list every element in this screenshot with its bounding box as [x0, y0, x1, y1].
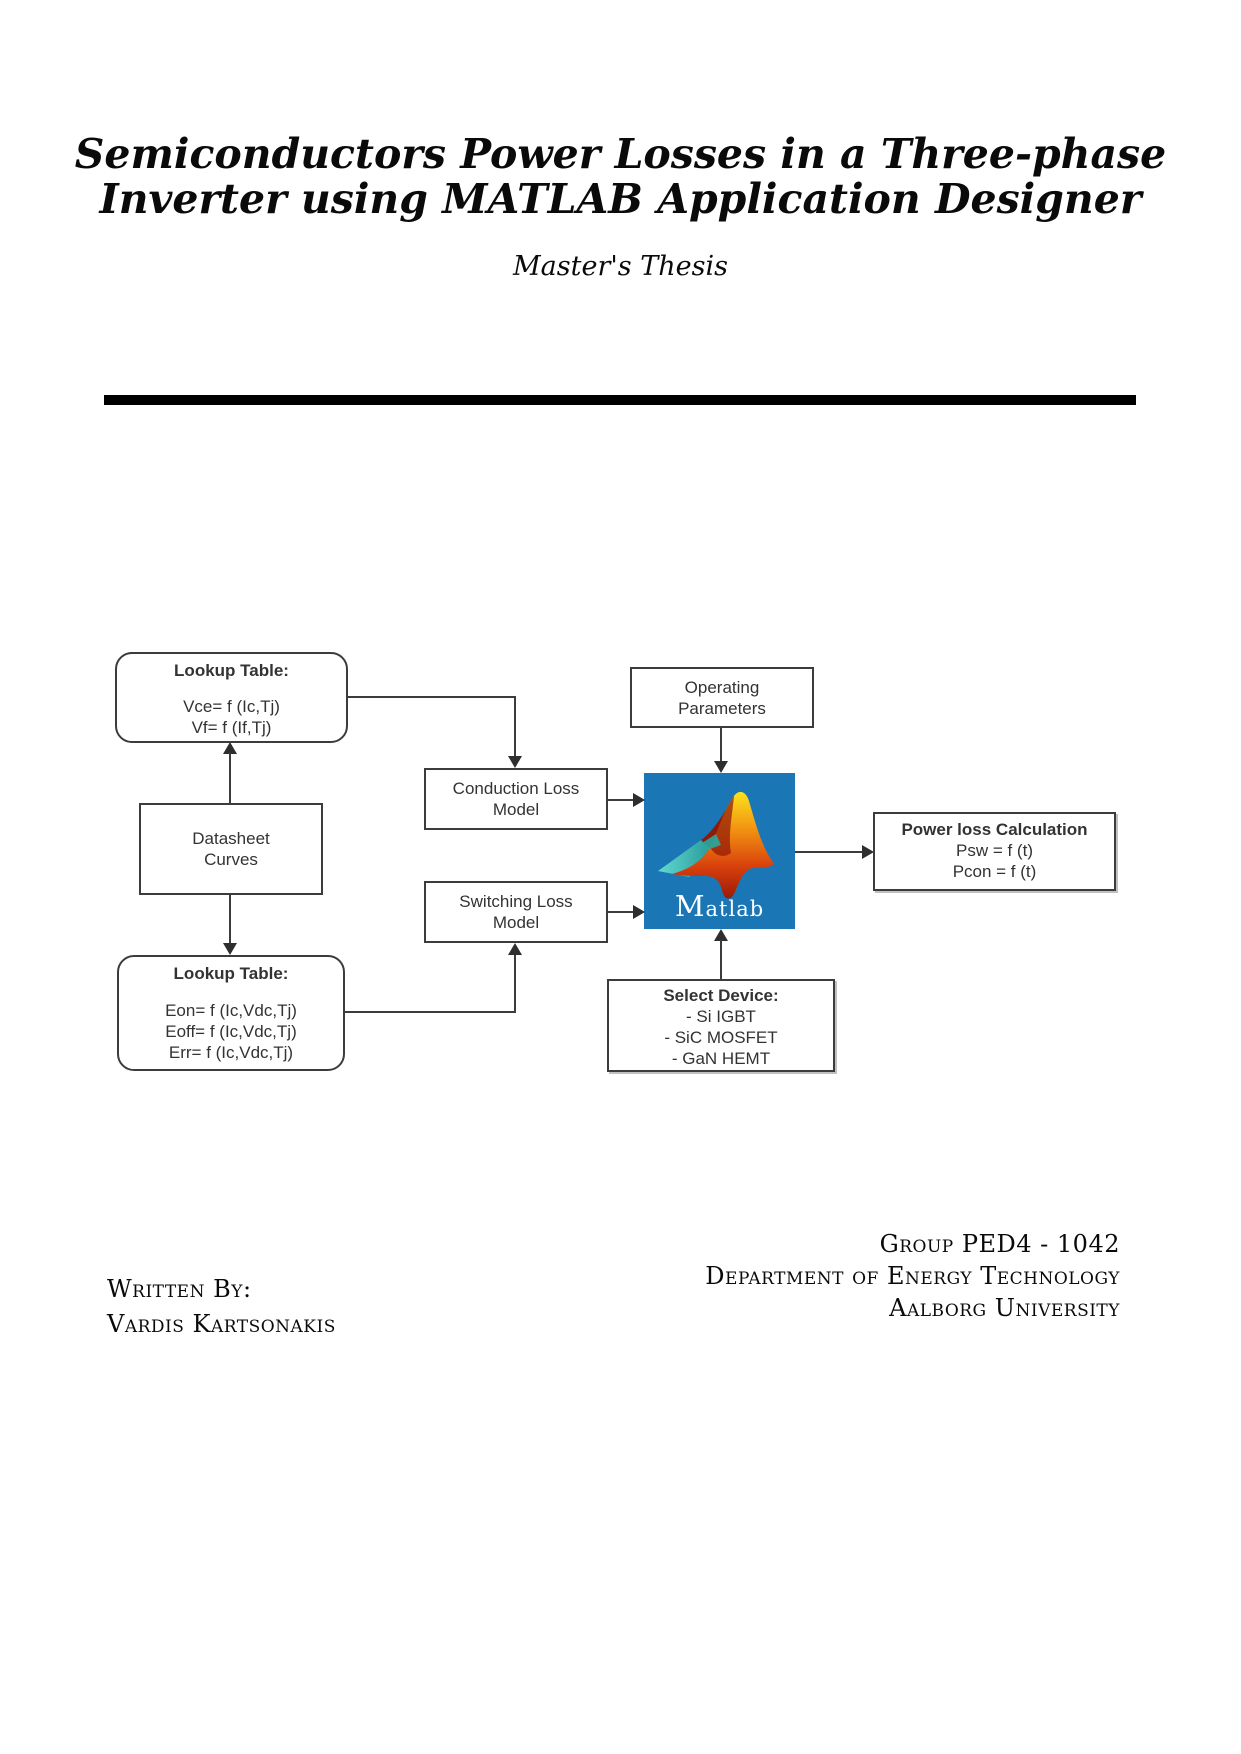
- arrowhead-into-lookup-top: [223, 742, 237, 754]
- arrowhead-into-lookup-bottom: [223, 943, 237, 955]
- connector-lt-top-v: [514, 696, 516, 757]
- lookup-table-top-title: Lookup Table:: [174, 661, 289, 680]
- datasheet-curves-line2: Curves: [204, 850, 258, 869]
- page-title: Semiconductors Power Losses in a Three-p…: [0, 132, 1241, 222]
- switching-loss-line1: Switching Loss: [459, 892, 573, 911]
- power-loss-line2: Pcon = f (t): [952, 862, 1037, 881]
- connector-lt-bottom-h: [345, 1011, 516, 1013]
- lookup-table-bottom-title: Lookup Table:: [173, 964, 289, 983]
- power-loss-calculation-box: Power loss Calculation Psw = f (t) Pcon …: [873, 812, 1116, 891]
- footer-written-by: Written By:: [107, 1275, 252, 1303]
- power-loss-line1: Psw = f (t): [956, 841, 1033, 860]
- connector-matlab-powerloss: [795, 851, 863, 853]
- page-subtitle: Master's Thesis: [513, 251, 728, 282]
- select-device-option2: - SiC MOSFET: [664, 1028, 778, 1047]
- lookup-table-bottom-line1: Eon= f (Ic,Vdc,Tj): [165, 1001, 297, 1020]
- power-loss-title: Power loss Calculation: [901, 820, 1088, 839]
- select-device-title: Select Device:: [663, 986, 779, 1005]
- select-device-option3: - GaN HEMT: [671, 1049, 771, 1068]
- arrowhead-select-matlab: [714, 929, 728, 941]
- connector-switching-matlab: [608, 911, 634, 913]
- conduction-loss-line1: Conduction Loss: [452, 779, 580, 798]
- arrowhead-into-switching-loss: [508, 943, 522, 955]
- connector-lt-top-h: [348, 696, 516, 698]
- switching-loss-model-box: Switching Loss Model: [424, 881, 608, 943]
- lookup-table-bottom-line2: Eoff= f (Ic,Vdc,Tj): [165, 1022, 297, 1041]
- arrowhead-matlab-powerloss: [862, 845, 874, 859]
- select-device-box: Select Device: - Si IGBT - SiC MOSFET - …: [607, 979, 835, 1072]
- operating-parameters-box: Operating Parameters: [630, 667, 814, 728]
- footer-group: Group PED4 - 1042: [879, 1230, 1120, 1258]
- arrowhead-switching-matlab: [633, 905, 645, 919]
- operating-parameters-line2: Parameters: [678, 698, 766, 718]
- page-title-line1: Semiconductors Power Losses in a Three-p…: [74, 130, 1167, 178]
- datasheet-curves-box: Datasheet Curves: [139, 803, 323, 895]
- lookup-table-top-line2: Vf= f (If,Tj): [191, 718, 272, 737]
- page-title-line2: Inverter using MATLAB Application Design…: [99, 175, 1142, 223]
- lookup-table-top-box: Lookup Table: Vce= f (Ic,Tj) Vf= f (If,T…: [115, 652, 348, 743]
- connector-select-matlab: [720, 940, 722, 979]
- arrowhead-operating-matlab: [714, 761, 728, 773]
- lookup-table-top-line1: Vce= f (Ic,Tj): [183, 697, 280, 716]
- connector-datasheet-down: [229, 895, 231, 944]
- connector-conduction-matlab: [608, 799, 634, 801]
- switching-loss-line2: Model: [492, 913, 540, 932]
- connector-operating-matlab: [720, 728, 722, 762]
- arrowhead-into-conduction-loss: [508, 756, 522, 768]
- select-device-option1: - Si IGBT: [686, 1007, 756, 1026]
- conduction-loss-line2: Model: [492, 800, 540, 819]
- connector-lt-bottom-v: [514, 955, 516, 1012]
- footer-department: Department of Energy Technology: [705, 1262, 1120, 1290]
- footer-university: Aalborg University: [889, 1294, 1120, 1322]
- lookup-table-bottom-box: Lookup Table: Eon= f (Ic,Vdc,Tj) Eoff= f…: [117, 955, 345, 1071]
- horizontal-rule: [104, 395, 1136, 405]
- footer-author: Vardis Kartsonakis: [107, 1310, 336, 1338]
- matlab-membrane-icon: [658, 791, 774, 899]
- conduction-loss-model-box: Conduction Loss Model: [424, 768, 608, 830]
- matlab-wordmark: Matlab: [674, 889, 765, 923]
- footer-left-block: Written By: Vardis Kartsonakis: [107, 1272, 336, 1342]
- footer-right-block: Group PED4 - 1042 Department of Energy T…: [705, 1228, 1120, 1324]
- lookup-table-bottom-line3: Err= f (Ic,Vdc,Tj): [168, 1043, 294, 1062]
- arrowhead-conduction-matlab: [633, 793, 645, 807]
- datasheet-curves-line1: Datasheet: [192, 829, 270, 848]
- connector-datasheet-up: [229, 753, 231, 803]
- matlab-logo: Matlab: [644, 773, 795, 929]
- operating-parameters-line1: Operating: [684, 677, 760, 697]
